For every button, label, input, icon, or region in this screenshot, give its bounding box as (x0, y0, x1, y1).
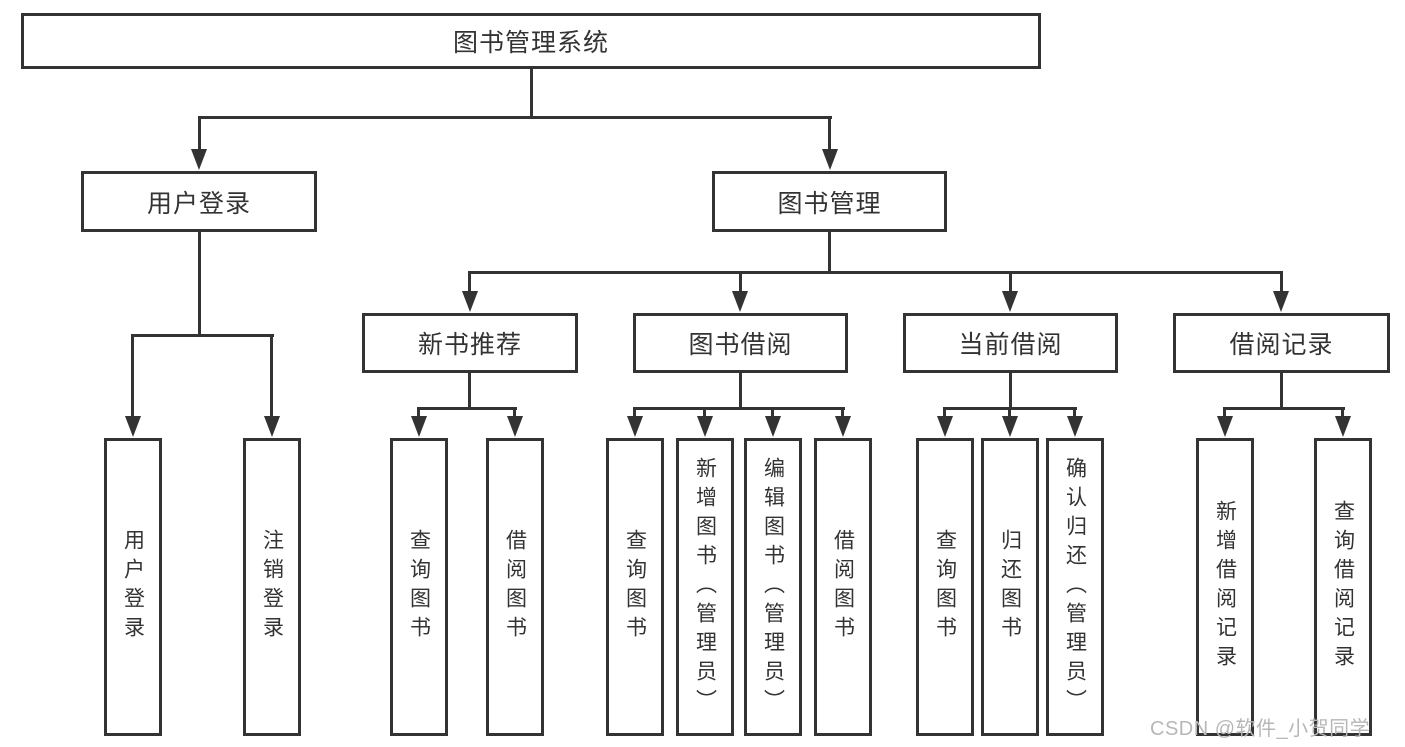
node-leaf-confirm-return-admin: 确认归还（管理员） (1046, 438, 1104, 736)
connector-stem-leaf (703, 407, 706, 418)
connector-stem-leaf (417, 407, 420, 418)
node-leaf-borrow-books-2: 借阅图书 (814, 438, 872, 736)
arrowhead-leaf (937, 416, 953, 437)
node-leaf-query-books-2: 查询图书 (606, 438, 664, 736)
arrowhead-book-management (822, 149, 838, 170)
connector-book-borrow-stem (739, 373, 742, 410)
node-label: 新增借阅记录 (1213, 500, 1237, 674)
connector-stem-leaf (1341, 407, 1344, 418)
arrowhead-book-borrow (732, 291, 748, 312)
connector-stem-book-borrow (739, 271, 742, 295)
connector-book-management-stem (828, 232, 831, 274)
connector-stem-user-login (198, 116, 201, 152)
node-label: 查询图书 (933, 529, 957, 645)
connector-stem-leaf-login (131, 334, 134, 418)
connector-stem-leaf (841, 407, 844, 418)
arrowhead-leaf (1002, 416, 1018, 437)
node-leaf-query-books-3: 查询图书 (916, 438, 974, 736)
arrowhead-leaf (507, 416, 523, 437)
node-leaf-edit-books-admin: 编辑图书（管理员） (744, 438, 802, 736)
connector-stem-leaf (1008, 407, 1011, 418)
node-label: 确认归还（管理员） (1063, 456, 1087, 718)
connector-level3-branch (469, 271, 1283, 274)
connector-stem-book-management (828, 116, 831, 152)
node-user-login: 用户登录 (81, 171, 317, 232)
arrowhead-user-login (191, 149, 207, 170)
node-label: 查询图书 (623, 529, 647, 645)
arrowhead-leaf-login (125, 416, 141, 437)
node-label: 图书借阅 (688, 331, 793, 359)
node-label: 新书推荐 (417, 331, 522, 359)
arrowhead-new-book (462, 291, 478, 312)
watermark: CSDN @软件_小贺同学 (1150, 718, 1371, 740)
connector-level2-branch (198, 116, 832, 119)
arrowhead-leaf-logout (264, 416, 280, 437)
node-leaf-add-borrow-record: 新增借阅记录 (1196, 438, 1254, 736)
node-leaf-user-login: 用户登录 (104, 438, 162, 736)
connector-stem-leaf (513, 407, 516, 418)
node-leaf-query-books-1: 查询图书 (390, 438, 448, 736)
connector-borrow-records-stem (1280, 373, 1283, 410)
node-leaf-borrow-books-1: 借阅图书 (486, 438, 544, 736)
connector-current-borrow-stem (1009, 373, 1012, 410)
node-book-borrow: 图书借阅 (633, 313, 848, 373)
node-current-borrow: 当前借阅 (903, 313, 1118, 373)
connector-stem-new-book (468, 271, 471, 295)
connector-new-book-branch (417, 407, 517, 410)
arrowhead-leaf (765, 416, 781, 437)
node-leaf-logout: 注销登录 (243, 438, 301, 736)
node-label: 用户登录 (121, 529, 145, 645)
node-label: 归还图书 (998, 529, 1022, 645)
node-new-book-recommend: 新书推荐 (362, 313, 578, 373)
arrowhead-leaf (627, 416, 643, 437)
node-label: 借阅图书 (831, 529, 855, 645)
node-label: 当前借阅 (958, 331, 1063, 359)
connector-user-login-branch (132, 334, 274, 337)
node-label: 查询借阅记录 (1331, 500, 1355, 674)
arrowhead-current-borrow (1002, 291, 1018, 312)
node-label: 查询图书 (407, 529, 431, 645)
node-label: 用户登录 (146, 189, 251, 218)
connector-stem-leaf (943, 407, 946, 418)
connector-stem-leaf (771, 407, 774, 418)
arrowhead-leaf (1217, 416, 1233, 437)
connector-new-book-stem (468, 373, 471, 410)
node-label: 图书管理系统 (452, 29, 609, 57)
node-label: 图书管理 (777, 189, 882, 218)
connector-stem-leaf-logout (270, 334, 273, 418)
connector-stem-leaf (633, 407, 636, 418)
arrowhead-leaf (411, 416, 427, 437)
node-root-system: 图书管理系统 (21, 13, 1041, 69)
arrowhead-leaf (835, 416, 851, 437)
connector-book-borrow-branch (633, 407, 845, 410)
node-label: 借阅记录 (1229, 331, 1334, 359)
node-label: 注销登录 (260, 529, 284, 645)
connector-stem-leaf (1223, 407, 1226, 418)
node-borrow-records: 借阅记录 (1173, 313, 1390, 373)
connector-user-login-stem (198, 232, 201, 336)
arrowhead-leaf (1067, 416, 1083, 437)
node-leaf-return-books: 归还图书 (981, 438, 1039, 736)
connector-stem-leaf (1073, 407, 1076, 418)
node-leaf-add-books-admin: 新增图书（管理员） (676, 438, 734, 736)
node-label: 借阅图书 (503, 529, 527, 645)
node-label: 编辑图书（管理员） (761, 456, 785, 718)
node-book-management: 图书管理 (712, 171, 947, 232)
connector-root-stem (530, 69, 533, 119)
connector-stem-current-borrow (1009, 271, 1012, 295)
arrowhead-leaf (1335, 416, 1351, 437)
connector-borrow-records-branch (1223, 407, 1345, 410)
connector-stem-borrow-records (1280, 271, 1283, 295)
arrowhead-leaf (697, 416, 713, 437)
arrowhead-borrow-records (1273, 291, 1289, 312)
node-label: 新增图书（管理员） (693, 456, 717, 718)
node-leaf-query-borrow-record: 查询借阅记录 (1314, 438, 1372, 736)
